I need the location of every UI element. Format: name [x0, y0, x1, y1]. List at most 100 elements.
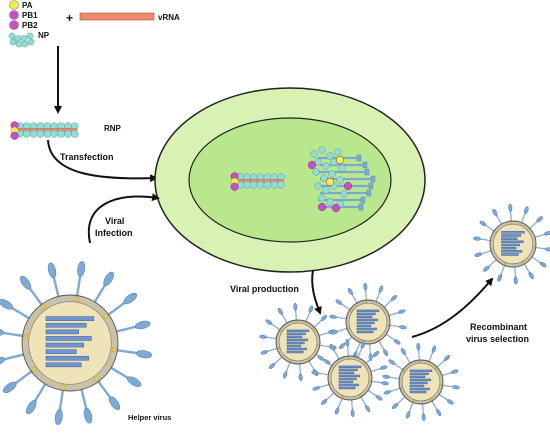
- spike-head: [365, 405, 371, 413]
- spike-head: [513, 276, 518, 285]
- spike-head: [474, 252, 483, 257]
- pb-subunit: [230, 182, 239, 191]
- matrix-protein: [503, 262, 507, 266]
- pa-subunit: [325, 177, 335, 187]
- matrix-protein: [527, 227, 531, 231]
- spike-head: [83, 407, 93, 424]
- spike-head: [443, 355, 450, 361]
- matrix-protein: [317, 343, 320, 347]
- spike-head: [329, 343, 335, 351]
- matrix-protein: [23, 333, 29, 339]
- spike-head: [382, 374, 390, 379]
- matrix-protein: [381, 306, 385, 310]
- np-bead: [320, 174, 328, 182]
- np-legend-beads: [8, 32, 35, 48]
- matrix-protein: [400, 386, 403, 390]
- spike-head: [77, 261, 86, 277]
- matrix-protein: [359, 339, 362, 343]
- np-bead: [36, 129, 45, 138]
- spike-head: [405, 411, 411, 419]
- strand-cap: [360, 196, 366, 204]
- genome-segment: [356, 315, 373, 319]
- spike-head: [335, 299, 343, 305]
- viral-production-arrow: [311, 269, 322, 315]
- nucleus: [188, 117, 392, 243]
- matrix-protein: [306, 358, 310, 362]
- matrix-protein: [31, 366, 37, 373]
- genome-segment: [338, 374, 361, 378]
- matrix-protein: [331, 365, 335, 368]
- spike-head: [26, 400, 37, 415]
- np-bead: [64, 129, 72, 138]
- spike-head: [398, 309, 406, 314]
- genome-segment: [356, 330, 374, 334]
- recombinant-virus: [473, 203, 550, 285]
- genome-segment: [356, 327, 377, 331]
- spike-head: [0, 327, 4, 336]
- pa-legend-dot: [9, 0, 19, 10]
- np-bead: [20, 35, 28, 42]
- spike-head: [339, 343, 346, 349]
- helper-virus: [0, 261, 152, 425]
- np-bead: [328, 170, 336, 178]
- matrix-protein: [387, 323, 390, 327]
- spike-head: [260, 350, 268, 355]
- spike-head: [497, 274, 503, 282]
- spike-head: [399, 325, 407, 330]
- progeny-virion: [329, 283, 407, 361]
- spike-head: [452, 385, 460, 390]
- np-bead: [322, 186, 330, 194]
- np-bead: [318, 146, 326, 154]
- np-bead: [21, 40, 29, 48]
- rnp-complex: [10, 121, 79, 140]
- rnp-label: RNP: [104, 124, 122, 133]
- spike-head: [508, 203, 513, 212]
- np-bead: [340, 190, 348, 198]
- spike-head: [393, 339, 401, 345]
- np-bead: [318, 194, 326, 202]
- legend-pa-label: PA: [22, 1, 33, 10]
- genome-segment: [501, 240, 524, 244]
- spike-head: [347, 287, 353, 295]
- genome-segment: [501, 253, 519, 256]
- spike-head: [321, 399, 328, 405]
- strand-cap: [370, 175, 376, 183]
- strand-cap: [362, 161, 368, 169]
- spike-head: [390, 295, 397, 301]
- spike-head: [0, 356, 6, 366]
- np-bead: [256, 180, 265, 189]
- genome-segment: [45, 336, 92, 341]
- matrix-protein: [93, 376, 100, 382]
- spike-head: [298, 373, 303, 381]
- np-bead: [334, 148, 342, 156]
- spike-head: [446, 399, 454, 405]
- spike-head: [400, 347, 406, 355]
- spike-head: [269, 363, 276, 369]
- matrix-protein: [440, 383, 443, 387]
- spike-head: [350, 409, 355, 417]
- legend-np-label: NP: [38, 31, 50, 40]
- plus-sign: +: [66, 11, 73, 25]
- genome-segment: [501, 231, 525, 234]
- np-bead: [22, 129, 31, 138]
- spike-head: [383, 349, 389, 357]
- genome-segment: [409, 375, 426, 379]
- matrix-protein: [418, 360, 421, 363]
- matrix-protein: [111, 347, 117, 353]
- spike-head: [539, 261, 547, 268]
- genome-segment: [338, 386, 356, 390]
- genome-segment: [501, 234, 522, 237]
- spike-head: [317, 355, 325, 361]
- genome-segment: [409, 378, 432, 382]
- matrix-protein: [341, 395, 344, 399]
- np-bead: [326, 198, 334, 206]
- transfection-arrow: [47, 139, 158, 183]
- matrix-protein: [60, 384, 66, 390]
- progeny-virions: [259, 283, 460, 421]
- spike-head: [54, 409, 63, 425]
- vrna-legend-bar: [79, 12, 155, 21]
- genome-segment: [338, 371, 355, 375]
- pb2-legend-dot: [9, 20, 19, 30]
- progeny-virion: [382, 343, 460, 421]
